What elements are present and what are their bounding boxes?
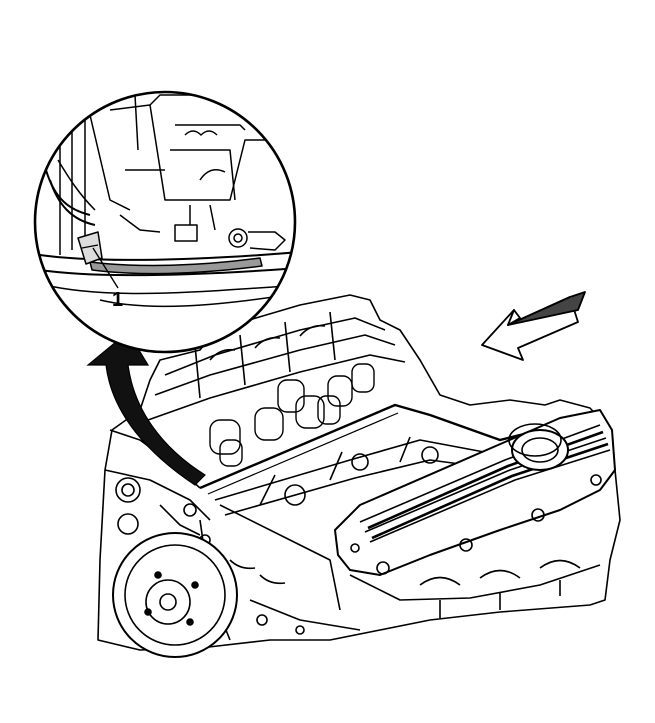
direction-arrow — [481, 291, 586, 361]
detail-magnifier — [33, 90, 297, 354]
callout-label: 1 — [112, 289, 123, 311]
callout-leader-line — [92, 247, 119, 289]
engine-block — [97, 294, 621, 658]
callout-1: 1 — [92, 247, 123, 311]
